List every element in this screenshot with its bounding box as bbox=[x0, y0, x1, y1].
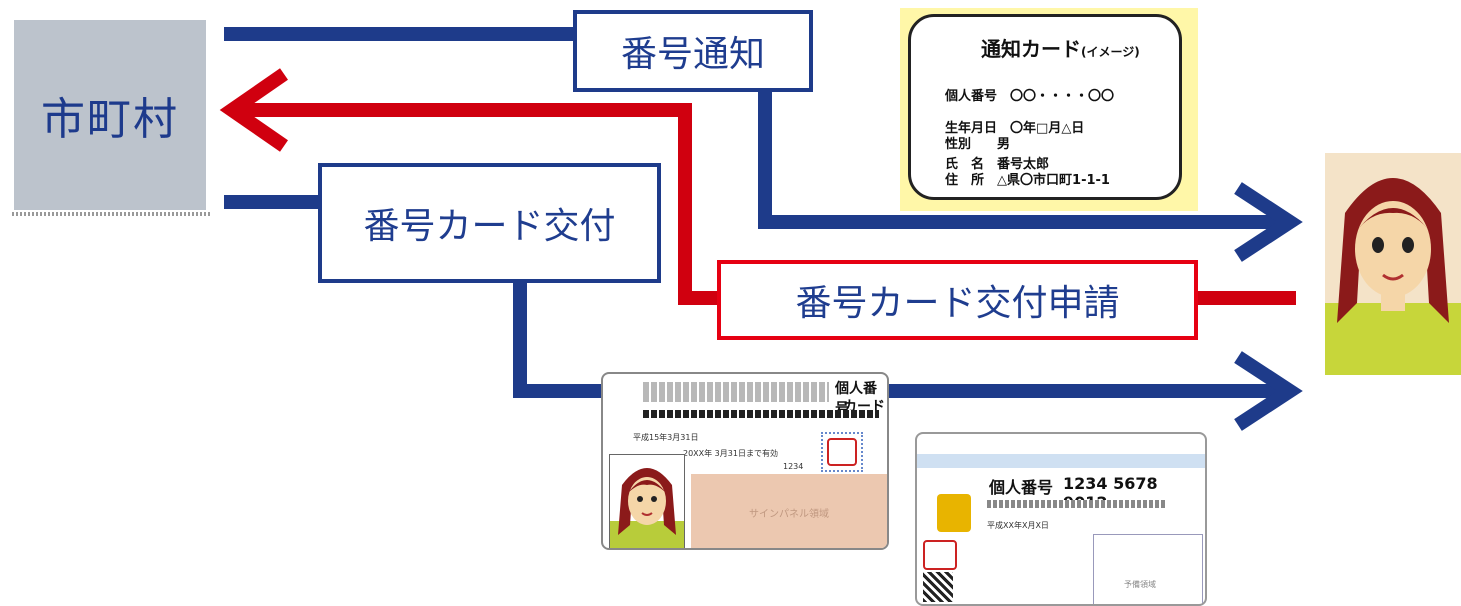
notification-card-title: 通知カード(イメージ) bbox=[981, 33, 1140, 62]
application-arrowhead bbox=[219, 68, 288, 152]
card-front-signature-panel: サインパネル領域 bbox=[691, 474, 887, 548]
notification-card-frame: 通知カード(イメージ) 個人番号 〇〇・・・・〇〇 生年月日 〇年□月△日 性別… bbox=[908, 14, 1182, 200]
individual-number-card-front: 個人番号 カード 平成15年3月31日 20XX年 3月31日まで有効 1234… bbox=[601, 372, 889, 550]
card-application-label-box: 番号カード交付申請 bbox=[717, 260, 1198, 340]
notification-row-address: 住 所 △県〇市口町1-1-1 bbox=[945, 169, 1110, 188]
card-front-address-field bbox=[643, 410, 879, 418]
notification-card-title-text: 通知カード bbox=[981, 37, 1081, 61]
city-box: 市町村 bbox=[14, 20, 206, 210]
row-key: 氏 名 bbox=[945, 157, 985, 172]
row-value: 〇〇・・・・〇〇 bbox=[1010, 89, 1115, 104]
notification-card-title-suffix: (イメージ) bbox=[1081, 45, 1140, 59]
notification-label-box: 番号通知 bbox=[573, 10, 813, 92]
city-box-underline bbox=[12, 212, 210, 216]
card-issue-label-box: 番号カード交付 bbox=[318, 163, 661, 283]
row-key: 生年月日 bbox=[945, 121, 998, 136]
row-value: △県〇市口町1-1-1 bbox=[997, 173, 1110, 188]
ic-chip-icon bbox=[937, 494, 971, 532]
notification-flow-line bbox=[224, 27, 1285, 229]
notification-row-birth: 生年月日 〇年□月△日 bbox=[945, 117, 1084, 136]
card-back-line-1 bbox=[987, 500, 1167, 508]
city-label: 市町村 bbox=[41, 94, 179, 145]
signature-panel-label: サインパネル領域 bbox=[749, 508, 829, 520]
card-front-valid: 20XX年 3月31日まで有効 bbox=[683, 449, 778, 458]
notification-card-image: 通知カード(イメージ) 個人番号 〇〇・・・・〇〇 生年月日 〇年□月△日 性別… bbox=[900, 8, 1198, 211]
individual-number-card-back: 個人番号 1234 5678 9012 平成XX年X月X日 予備領域 bbox=[915, 432, 1207, 606]
notification-row-name: 氏 名 番号太郎 bbox=[945, 153, 1049, 172]
card-back-reserve-box: 予備領域 bbox=[1093, 534, 1203, 604]
row-key: 性別 bbox=[945, 137, 972, 152]
person-illustration bbox=[1325, 153, 1461, 375]
notification-arrowhead bbox=[1234, 182, 1303, 262]
card-front-seal bbox=[821, 432, 863, 472]
card-back-label: 個人番号 bbox=[989, 478, 1054, 497]
notification-row-number: 個人番号 〇〇・・・・〇〇 bbox=[945, 85, 1114, 104]
card-issue-arrowhead bbox=[1234, 351, 1303, 431]
notification-label: 番号通知 bbox=[620, 34, 765, 75]
card-front-date: 平成15年3月31日 bbox=[633, 433, 699, 442]
card-back-seal bbox=[923, 540, 957, 570]
qr-code-icon bbox=[923, 572, 953, 602]
notification-row-sex: 性別 男 bbox=[945, 133, 1010, 152]
card-front-number: 1234 bbox=[783, 462, 804, 471]
card-front-name-field bbox=[643, 382, 829, 402]
card-back-field: 平成XX年X月X日 bbox=[987, 521, 1049, 530]
card-issue-label: 番号カード交付 bbox=[363, 206, 616, 247]
card-application-label: 番号カード交付申請 bbox=[795, 283, 1120, 324]
card-front-photo bbox=[609, 454, 685, 548]
card-back-note: 予備領域 bbox=[1124, 580, 1156, 589]
card-back-stripe bbox=[917, 454, 1205, 468]
row-key: 住 所 bbox=[945, 173, 985, 188]
row-key: 個人番号 bbox=[945, 89, 998, 104]
row-value: 番号太郎 bbox=[997, 157, 1050, 172]
row-value: 〇年□月△日 bbox=[1010, 121, 1085, 136]
row-value: 男 bbox=[997, 137, 1011, 152]
